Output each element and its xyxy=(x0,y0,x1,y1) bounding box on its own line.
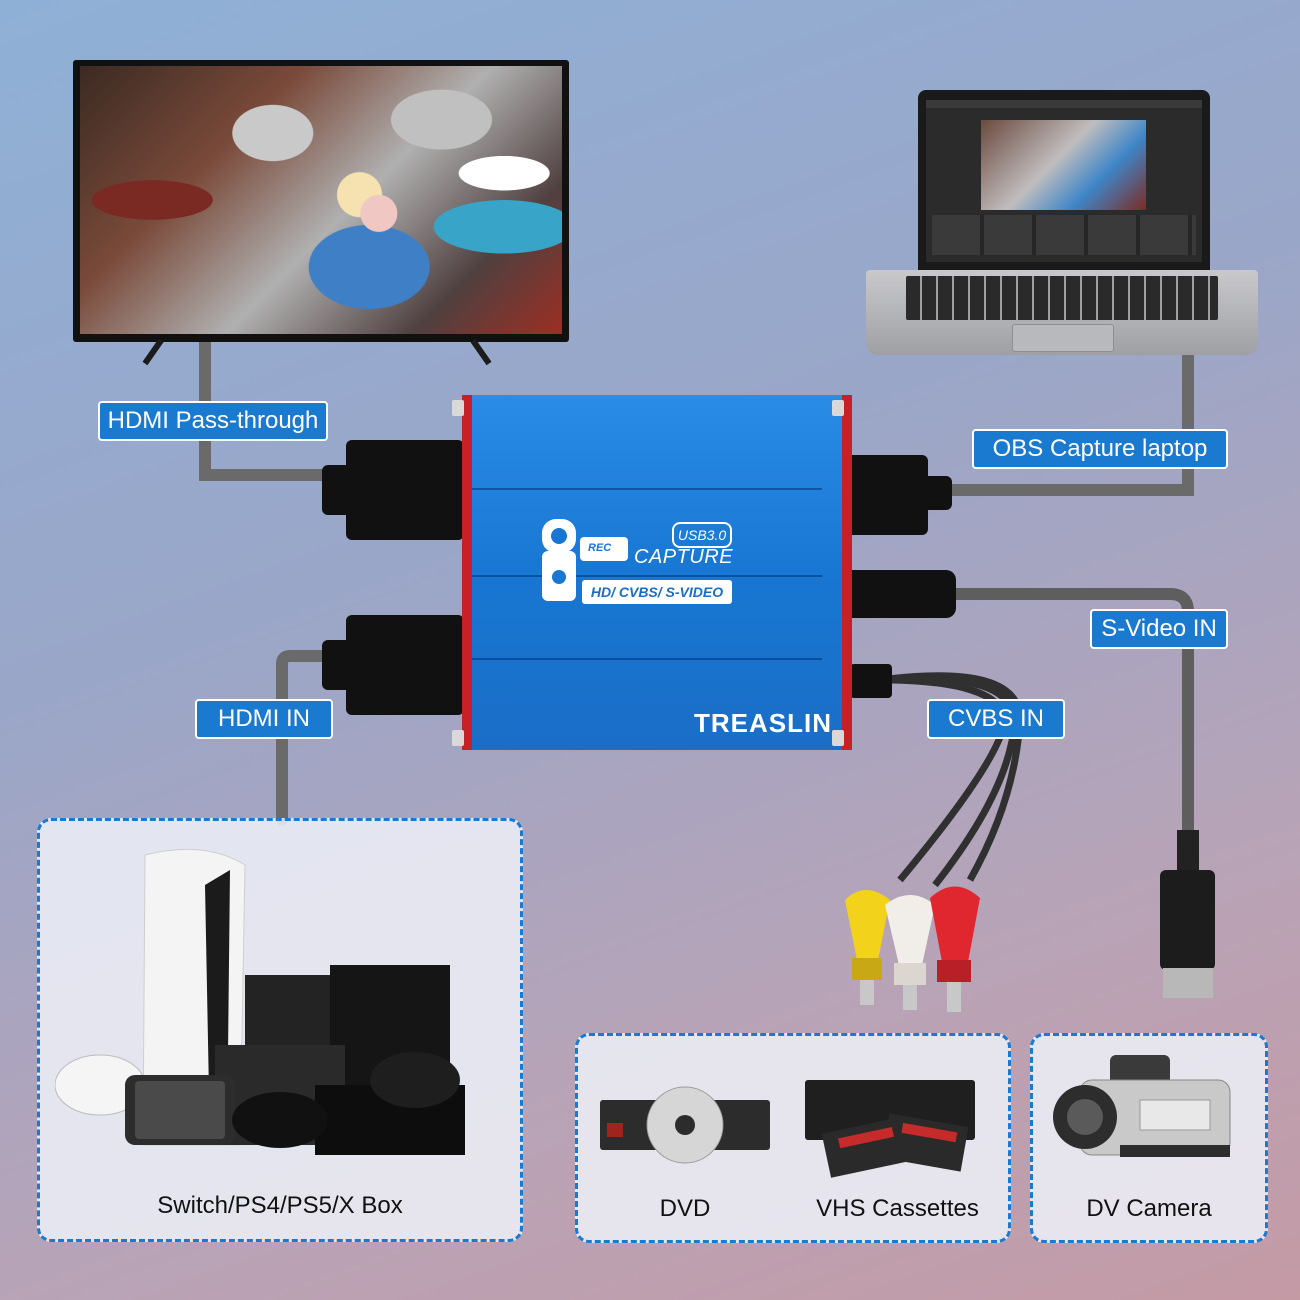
laptop-touchpad xyxy=(1012,324,1114,352)
screw-top-right xyxy=(832,400,844,416)
device-seam-2 xyxy=(472,575,822,577)
screw-top-left xyxy=(452,400,464,416)
camera-logo-icon xyxy=(542,519,628,601)
hdmi-pass-through-cable xyxy=(199,336,336,481)
cvbs-in-label: CVBS IN xyxy=(927,699,1065,739)
hdmi-in-plug xyxy=(346,615,464,715)
hdmi-in-cable xyxy=(276,650,336,826)
rca-plug-white xyxy=(885,895,935,1010)
dvd-vhs-image xyxy=(600,1080,975,1178)
capture-text: CAPTURE xyxy=(634,546,734,568)
s-video-plug xyxy=(1160,830,1215,998)
rca-plug-red xyxy=(930,886,980,1012)
screw-bottom-right xyxy=(832,730,844,746)
cvbs-jack-plug xyxy=(850,664,892,698)
hdmi-in-label: HDMI IN xyxy=(195,699,333,739)
screw-bottom-left xyxy=(452,730,464,746)
capture-device xyxy=(462,395,852,750)
dvd-caption: DVD xyxy=(659,1195,711,1222)
dv-camera-caption: DV Camera xyxy=(1086,1195,1212,1222)
brand-logo: TREASLIN xyxy=(694,708,832,738)
usb-strain-relief xyxy=(922,476,952,510)
s-video-device-plug xyxy=(836,570,956,618)
dv-camera-image xyxy=(1053,1055,1231,1157)
hdmi-pass-through-label: HDMI Pass-through xyxy=(98,401,328,441)
hdmi-pass-through-plug xyxy=(346,440,464,540)
vhs-caption: VHS Cassettes xyxy=(816,1195,979,1222)
rca-plug-yellow xyxy=(845,890,890,1005)
tv-screen-image xyxy=(80,66,562,334)
consoles-caption: Switch/PS4/PS5/X Box xyxy=(157,1192,403,1219)
formats-badge: HD/ CVBS/ S-VIDEO xyxy=(582,580,732,604)
obs-capture-laptop-label: OBS Capture laptop xyxy=(972,429,1228,469)
laptop-keyboard xyxy=(906,276,1218,320)
s-video-in-label: S-Video IN xyxy=(1090,609,1228,649)
device-seam-3 xyxy=(472,658,822,660)
laptop-screen-obs xyxy=(926,100,1202,262)
game-consoles-image xyxy=(55,848,465,1155)
usb-cable xyxy=(934,349,1194,496)
rec-text: REC xyxy=(588,542,612,554)
usb3-badge: USB3.0 xyxy=(672,522,732,548)
device-seam-1 xyxy=(472,488,822,490)
